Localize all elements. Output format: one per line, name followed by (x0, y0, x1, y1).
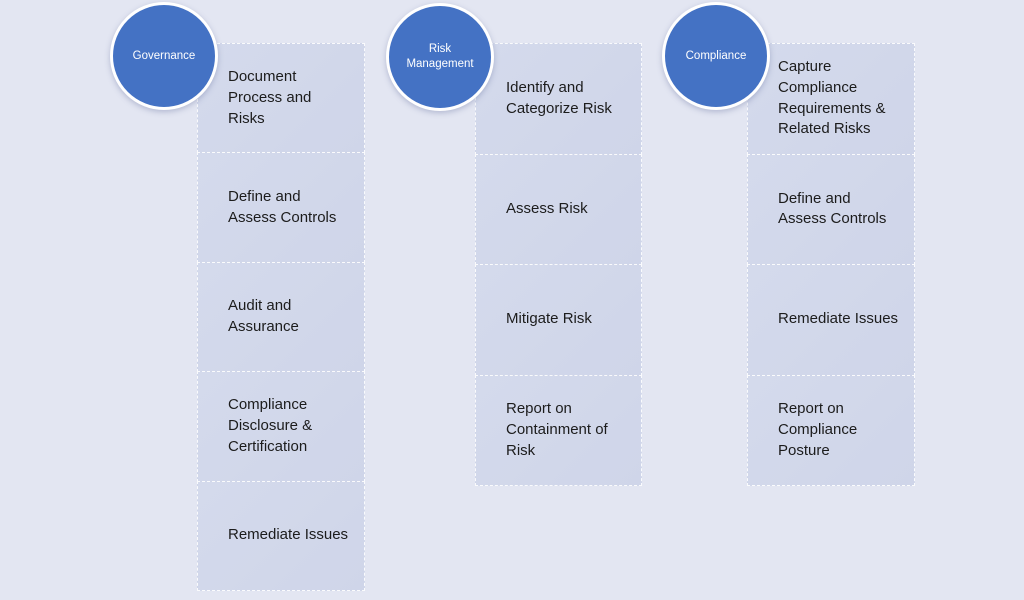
risk-management-column: Identify and Categorize Risk Assess Risk… (475, 43, 642, 486)
compliance-circle-label: Compliance (685, 49, 747, 62)
risk-management-circle: Risk Management (386, 3, 494, 111)
governance-step-remediate-issues: Remediate Issues (197, 480, 365, 591)
governance-step-define-assess-controls: Define and Assess Controls (197, 152, 365, 263)
governance-circle-label: Governance (132, 49, 196, 62)
governance-circle: Governance (110, 2, 218, 110)
governance-step-document-process: Document Process and Risks (197, 43, 365, 154)
risk-step-mitigate-risk: Mitigate Risk (475, 264, 642, 376)
governance-column: Document Process and Risks Define and As… (197, 43, 365, 591)
compliance-step-define-assess-controls: Define and Assess Controls (747, 153, 915, 265)
risk-management-circle-label: Risk Management (406, 43, 474, 70)
compliance-step-report-posture: Report on Compliance Posture (747, 374, 915, 486)
compliance-step-capture-requirements: Capture Compliance Requirements & Relate… (747, 43, 915, 155)
risk-step-report-containment: Report on Containment of Risk (475, 374, 642, 486)
compliance-column: Capture Compliance Requirements & Relate… (747, 43, 915, 486)
governance-step-audit-assurance: Audit and Assurance (197, 261, 365, 373)
risk-step-assess-risk: Assess Risk (475, 153, 642, 265)
compliance-circle: Compliance (662, 2, 770, 110)
compliance-step-remediate-issues: Remediate Issues (747, 264, 915, 376)
risk-step-identify-categorize: Identify and Categorize Risk (475, 43, 642, 155)
governance-step-compliance-disclosure: Compliance Disclosure & Certification (197, 371, 365, 482)
